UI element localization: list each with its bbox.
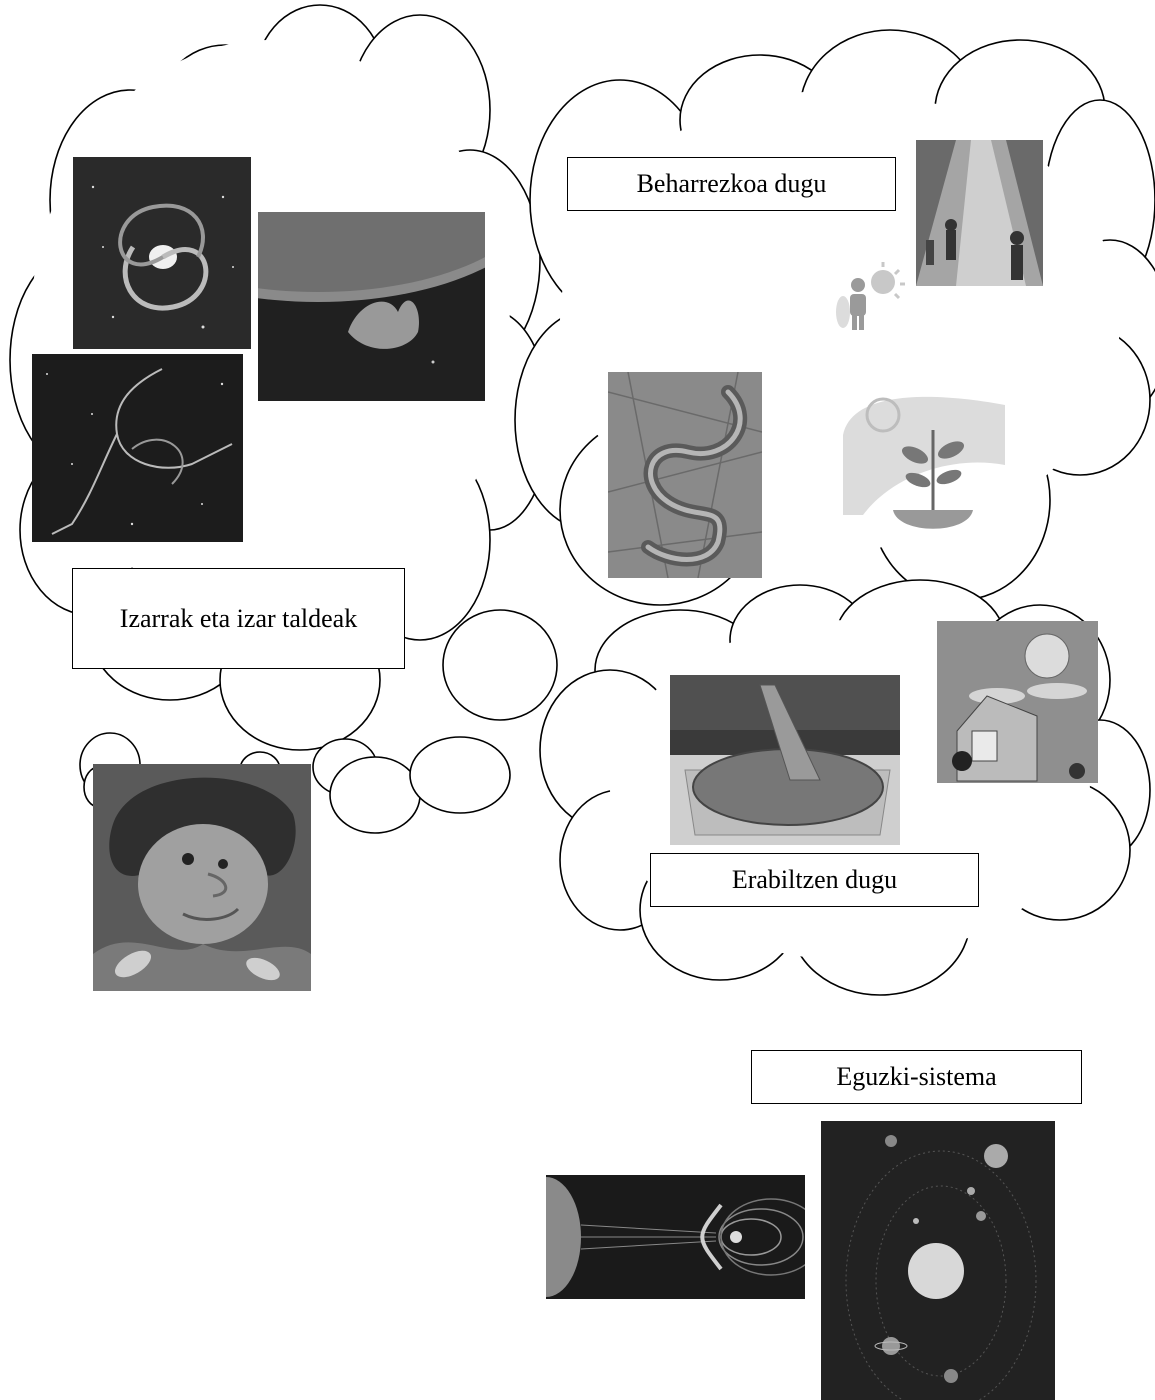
person-sun-pictogram xyxy=(833,260,913,332)
label-use: Erabiltzen dugu xyxy=(650,853,979,907)
solar-system-drawing xyxy=(821,1121,1055,1400)
thought-bubble xyxy=(442,609,558,721)
thought-bubble xyxy=(409,736,511,814)
label-use-text: Erabiltzen dugu xyxy=(731,865,898,895)
label-need-text: Beharrezkoa dugu xyxy=(636,169,827,199)
plant-sunlight-illustration xyxy=(833,375,1005,535)
sundial-photo xyxy=(670,675,900,845)
snake-photo xyxy=(608,372,762,578)
label-need: Beharrezkoa dugu xyxy=(567,157,896,211)
solar-house-illustration xyxy=(937,621,1098,783)
label-stars-text: Izarrak eta izar taldeak xyxy=(119,603,358,633)
thought-bubble xyxy=(329,756,421,834)
label-stars: Izarrak eta izar taldeak xyxy=(72,568,405,669)
solar-flare-photo xyxy=(258,212,485,401)
spiral-galaxy-photo xyxy=(73,157,251,349)
puppet-character-photo xyxy=(93,764,311,991)
sunlight-street-photo xyxy=(916,140,1043,286)
label-solar-system-text: Eguzki-sistema xyxy=(836,1062,997,1092)
label-solar-system: Eguzki-sistema xyxy=(751,1050,1082,1104)
scorpius-constellation-drawing xyxy=(32,354,243,542)
solar-wind-magnetosphere-image xyxy=(546,1175,805,1299)
